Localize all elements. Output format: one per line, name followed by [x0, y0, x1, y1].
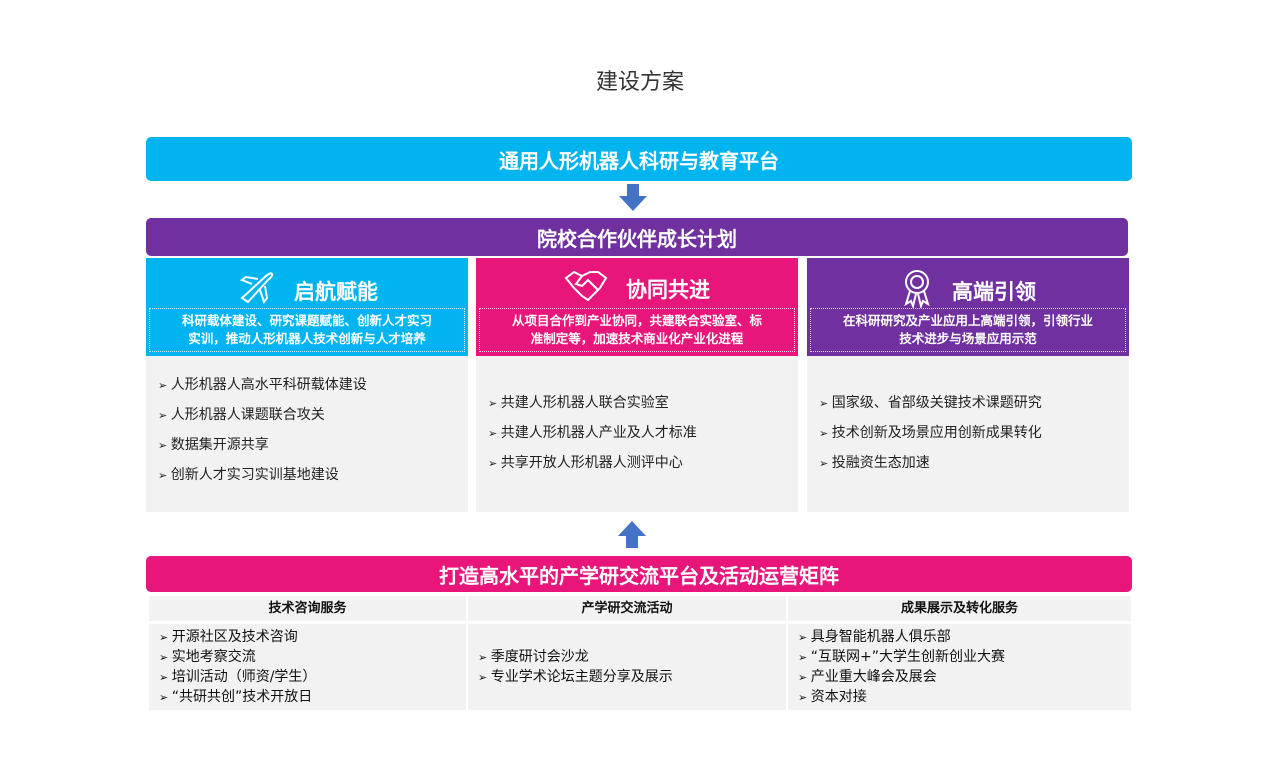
list-item: 国家级、省部级关键技术课题研究: [819, 392, 1129, 422]
desc-line: 实训，推动人形机器人技术创新与人才培养: [188, 331, 426, 346]
award-ribbon-icon: [900, 268, 934, 313]
table-cell: 季度研讨会沙龙专业学术论坛主题分享及展示: [468, 624, 786, 710]
column-description: 从项目合作到产业协同，共建联合实验室、标准制定等，加速技术商业化产业化进程: [479, 308, 795, 352]
column-description: 科研载体建设、研究课题赋能、创新人才实习实训，推动人形机器人技术创新与人才培养: [149, 308, 465, 352]
list-item: 人形机器人课题联合攻关: [158, 404, 468, 434]
airplane-icon: [236, 268, 276, 313]
list-item: 共建人形机器人联合实验室: [488, 392, 798, 422]
handshake-icon: [564, 268, 608, 309]
list-item: “互联网+”大学生创新创业大赛: [798, 647, 1131, 667]
list-item: 共建人形机器人产业及人才标准: [488, 422, 798, 452]
list-item: 人形机器人高水平科研载体建设: [158, 374, 468, 404]
column-list: 国家级、省部级关键技术课题研究技术创新及场景应用创新成果转化投融资生态加速: [807, 356, 1129, 512]
partner-plan-banner: 院校合作伙伴成长计划: [146, 218, 1128, 256]
column-header: 协同共进 从项目合作到产业协同，共建联合实验室、标准制定等，加速技术商业化产业化…: [476, 258, 798, 356]
down-arrow-icon: [619, 184, 647, 211]
table-header: 技术咨询服务: [149, 596, 466, 621]
column-list: 人形机器人高水平科研载体建设人形机器人课题联合攻关数据集开源共享创新人才实习实训…: [146, 356, 468, 512]
list-item: 共享开放人形机器人测评中心: [488, 452, 798, 482]
list-item: 具身智能机器人俱乐部: [798, 627, 1131, 647]
list-item: 产业重大峰会及展会: [798, 667, 1131, 687]
column-2: 协同共进 从项目合作到产业协同，共建联合实验室、标准制定等，加速技术商业化产业化…: [476, 258, 798, 512]
column-header: 启航赋能 科研载体建设、研究课题赋能、创新人才实习实训，推动人形机器人技术创新与…: [146, 258, 468, 356]
list-item: 资本对接: [798, 687, 1131, 707]
list-item: 实地考察交流: [159, 647, 466, 667]
table-header: 成果展示及转化服务: [788, 596, 1131, 621]
list-item: 技术创新及场景应用创新成果转化: [819, 422, 1129, 452]
desc-line: 在科研研究及产业应用上高端引领，引领行业: [842, 313, 1093, 328]
column-title: 协同共进: [626, 277, 710, 302]
platform-banner: 通用人形机器人科研与教育平台: [146, 137, 1132, 181]
table-cell: 开源社区及技术咨询实地考察交流培训活动（师资/学生）“共研共创”技术开放日: [149, 624, 466, 710]
list-item: 专业学术论坛主题分享及展示: [478, 667, 786, 687]
table-header: 产学研交流活动: [468, 596, 786, 621]
list-item: 投融资生态加速: [819, 452, 1129, 482]
column-1: 启航赋能 科研载体建设、研究课题赋能、创新人才实习实训，推动人形机器人技术创新与…: [146, 258, 468, 512]
column-description: 在科研研究及产业应用上高端引领，引领行业技术进步与场景应用示范: [810, 308, 1126, 352]
column-title: 启航赋能: [294, 279, 378, 304]
list-item: 数据集开源共享: [158, 434, 468, 464]
list-item: 培训活动（师资/学生）: [159, 667, 466, 687]
list-item: 创新人才实习实训基地建设: [158, 464, 468, 494]
desc-line: 准制定等，加速技术商业化产业化进程: [530, 331, 744, 346]
desc-line: 从项目合作到产业协同，共建联合实验室、标: [511, 313, 762, 328]
column-header: 高端引领 在科研研究及产业应用上高端引领，引领行业技术进步与场景应用示范: [807, 258, 1129, 356]
desc-line: 技术进步与场景应用示范: [899, 331, 1037, 346]
up-arrow-icon: [618, 521, 646, 548]
column-list: 共建人形机器人联合实验室共建人形机器人产业及人才标准共享开放人形机器人测评中心: [476, 356, 798, 512]
table-cell: 具身智能机器人俱乐部“互联网+”大学生创新创业大赛产业重大峰会及展会资本对接: [788, 624, 1131, 710]
list-item: 季度研讨会沙龙: [478, 647, 786, 667]
exchange-platform-banner: 打造高水平的产学研交流平台及活动运营矩阵: [146, 556, 1132, 592]
list-item: “共研共创”技术开放日: [159, 687, 466, 707]
page-title: 建设方案: [595, 70, 684, 95]
desc-line: 科研载体建设、研究课题赋能、创新人才实习: [181, 313, 432, 328]
column-title: 高端引领: [952, 279, 1036, 304]
list-item: 开源社区及技术咨询: [159, 627, 466, 647]
